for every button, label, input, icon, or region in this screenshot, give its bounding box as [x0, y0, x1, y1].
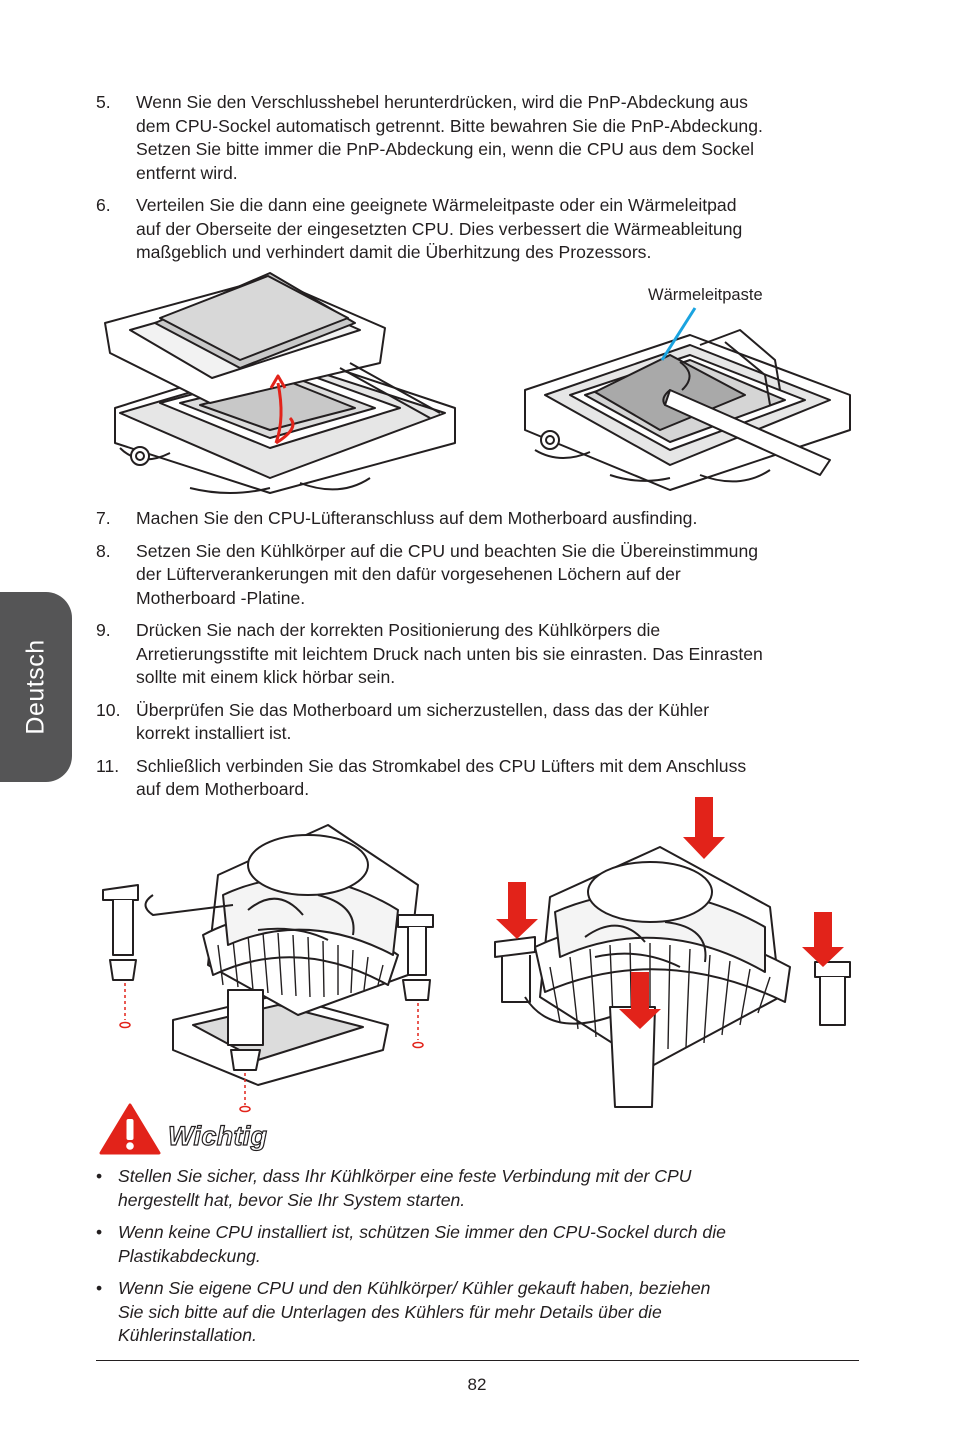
- step-text: Überprüfen Sie das Motherboard um sicher…: [136, 699, 866, 746]
- steps-mid-list: 7. Machen Sie den CPU-Lüfteranschluss au…: [96, 507, 866, 811]
- step-8: 8. Setzen Sie den Kühlkörper auf die CPU…: [96, 540, 866, 611]
- step-line: Verteilen Sie die dann eine geeignete Wä…: [136, 195, 737, 215]
- cooler-placement-illustration: [102, 824, 434, 1113]
- step-line: Motherboard -Platine.: [136, 587, 306, 608]
- step-line: der Lüfterverankerungen mit den dafür vo…: [136, 564, 681, 584]
- warning-triangle-icon: [99, 1103, 161, 1155]
- warning-notes-list: • Stellen Sie sicher, dass Ihr Kühlkörpe…: [96, 1165, 866, 1357]
- note-line: hergestellt hat, bevor Sie Ihr System st…: [118, 1189, 466, 1210]
- warning-note: • Stellen Sie sicher, dass Ihr Kühlkörpe…: [96, 1165, 866, 1212]
- note-line: Stellen Sie sicher, dass Ihr Kühlkörper …: [118, 1166, 692, 1186]
- step-line: auf dem Motherboard.: [136, 779, 310, 799]
- bullet-icon: •: [96, 1166, 103, 1186]
- step-number: 6.: [96, 195, 111, 215]
- step-line: Wenn Sie den Verschlusshebel herunterdrü…: [136, 92, 748, 112]
- step-text: Drücken Sie nach der korrekten Positioni…: [136, 619, 866, 690]
- step-line: Setzen Sie bitte immer die PnP-Abdeckung…: [136, 139, 755, 159]
- thermal-paste-illustration: [524, 307, 851, 491]
- step-number: 8.: [96, 540, 111, 561]
- step-number: 9.: [96, 620, 111, 640]
- push-pins-illustration: [494, 797, 851, 1108]
- step-number: 11.: [96, 755, 120, 776]
- step-line: Setzen Sie den Kühlkörper auf die CPU un…: [136, 540, 759, 561]
- thermal-paste-label: Wärmeleitpaste: [648, 286, 763, 304]
- note-text: Wenn keine CPU installiert ist, schützen…: [118, 1221, 726, 1268]
- note-text: Wenn Sie eigene CPU und den Kühlkörper/ …: [118, 1277, 710, 1348]
- step-line: Arretierungsstifte mit leichtem Druck na…: [136, 643, 763, 664]
- step-6: 6. Verteilen Sie die dann eine geeignete…: [96, 194, 866, 265]
- warning-title: Wichtig: [167, 1120, 268, 1151]
- step-9: 9. Drücken Sie nach der korrekten Positi…: [96, 619, 866, 690]
- step-number: 10.: [96, 699, 121, 720]
- step-text: Wenn Sie den Verschlusshebel herunterdrü…: [136, 91, 866, 185]
- step-line: korrekt installiert ist.: [136, 723, 292, 743]
- step-7: 7. Machen Sie den CPU-Lüfteranschluss au…: [96, 507, 866, 531]
- step-line: dem CPU-Sockel automatisch getrennt. Bit…: [136, 115, 763, 136]
- step-line: Machen Sie den CPU-Lüfteranschluss auf d…: [136, 508, 698, 528]
- step-10: 10. Überprüfen Sie das Motherboard um si…: [96, 699, 866, 746]
- step-line: entfernt wird.: [136, 162, 238, 183]
- step-line: Drücken Sie nach der korrekten Positioni…: [136, 620, 661, 640]
- warning-note: • Wenn Sie eigene CPU und den Kühlkörper…: [96, 1277, 866, 1348]
- step-11: 11. Schließlich verbinden Sie das Stromk…: [96, 755, 866, 802]
- language-side-tab-label: Deutsch: [21, 639, 50, 735]
- page-number: 82: [467, 1375, 487, 1394]
- note-line: Sie sich bitte auf die Unterlagen des Kü…: [118, 1301, 662, 1322]
- footer-divider: [96, 1360, 859, 1361]
- step-line: maßgeblich und verhindert damit die Über…: [136, 242, 652, 262]
- note-text: Stellen Sie sicher, dass Ihr Kühlkörper …: [118, 1165, 691, 1212]
- steps-top-list: 5. Wenn Sie den Verschlusshebel herunter…: [96, 91, 866, 274]
- step-line: auf der Oberseite der eingesetzten CPU. …: [136, 218, 743, 239]
- warning-note: • Wenn keine CPU installiert ist, schütz…: [96, 1221, 866, 1268]
- step-text: Schließlich verbinden Sie das Stromkabel…: [136, 755, 866, 802]
- step-text: Machen Sie den CPU-Lüfteranschluss auf d…: [136, 507, 866, 531]
- step-number: 7.: [96, 508, 111, 528]
- step-number: 5.: [96, 92, 111, 112]
- step-line: sollte mit einem klick hörbar sein.: [136, 667, 396, 687]
- step-text: Verteilen Sie die dann eine geeignete Wä…: [136, 194, 866, 265]
- note-line: Wenn Sie eigene CPU und den Kühlkörper/ …: [118, 1278, 711, 1298]
- note-line: Kühlerinstallation.: [118, 1325, 257, 1345]
- language-side-tab: Deutsch: [0, 592, 72, 782]
- bullet-icon: •: [96, 1278, 103, 1298]
- bullet-icon: •: [96, 1222, 103, 1242]
- step-text: Setzen Sie den Kühlkörper auf die CPU un…: [136, 540, 866, 611]
- note-line: Wenn keine CPU installiert ist, schützen…: [118, 1222, 726, 1242]
- note-line: Plastikabdeckung.: [118, 1245, 261, 1266]
- step-5: 5. Wenn Sie den Verschlusshebel herunter…: [96, 91, 866, 185]
- socket-cover-removal-illustration: [104, 272, 456, 494]
- step-line: Überprüfen Sie das Motherboard um sicher…: [136, 699, 710, 720]
- step-line: Schließlich verbinden Sie das Stromkabel…: [136, 755, 747, 776]
